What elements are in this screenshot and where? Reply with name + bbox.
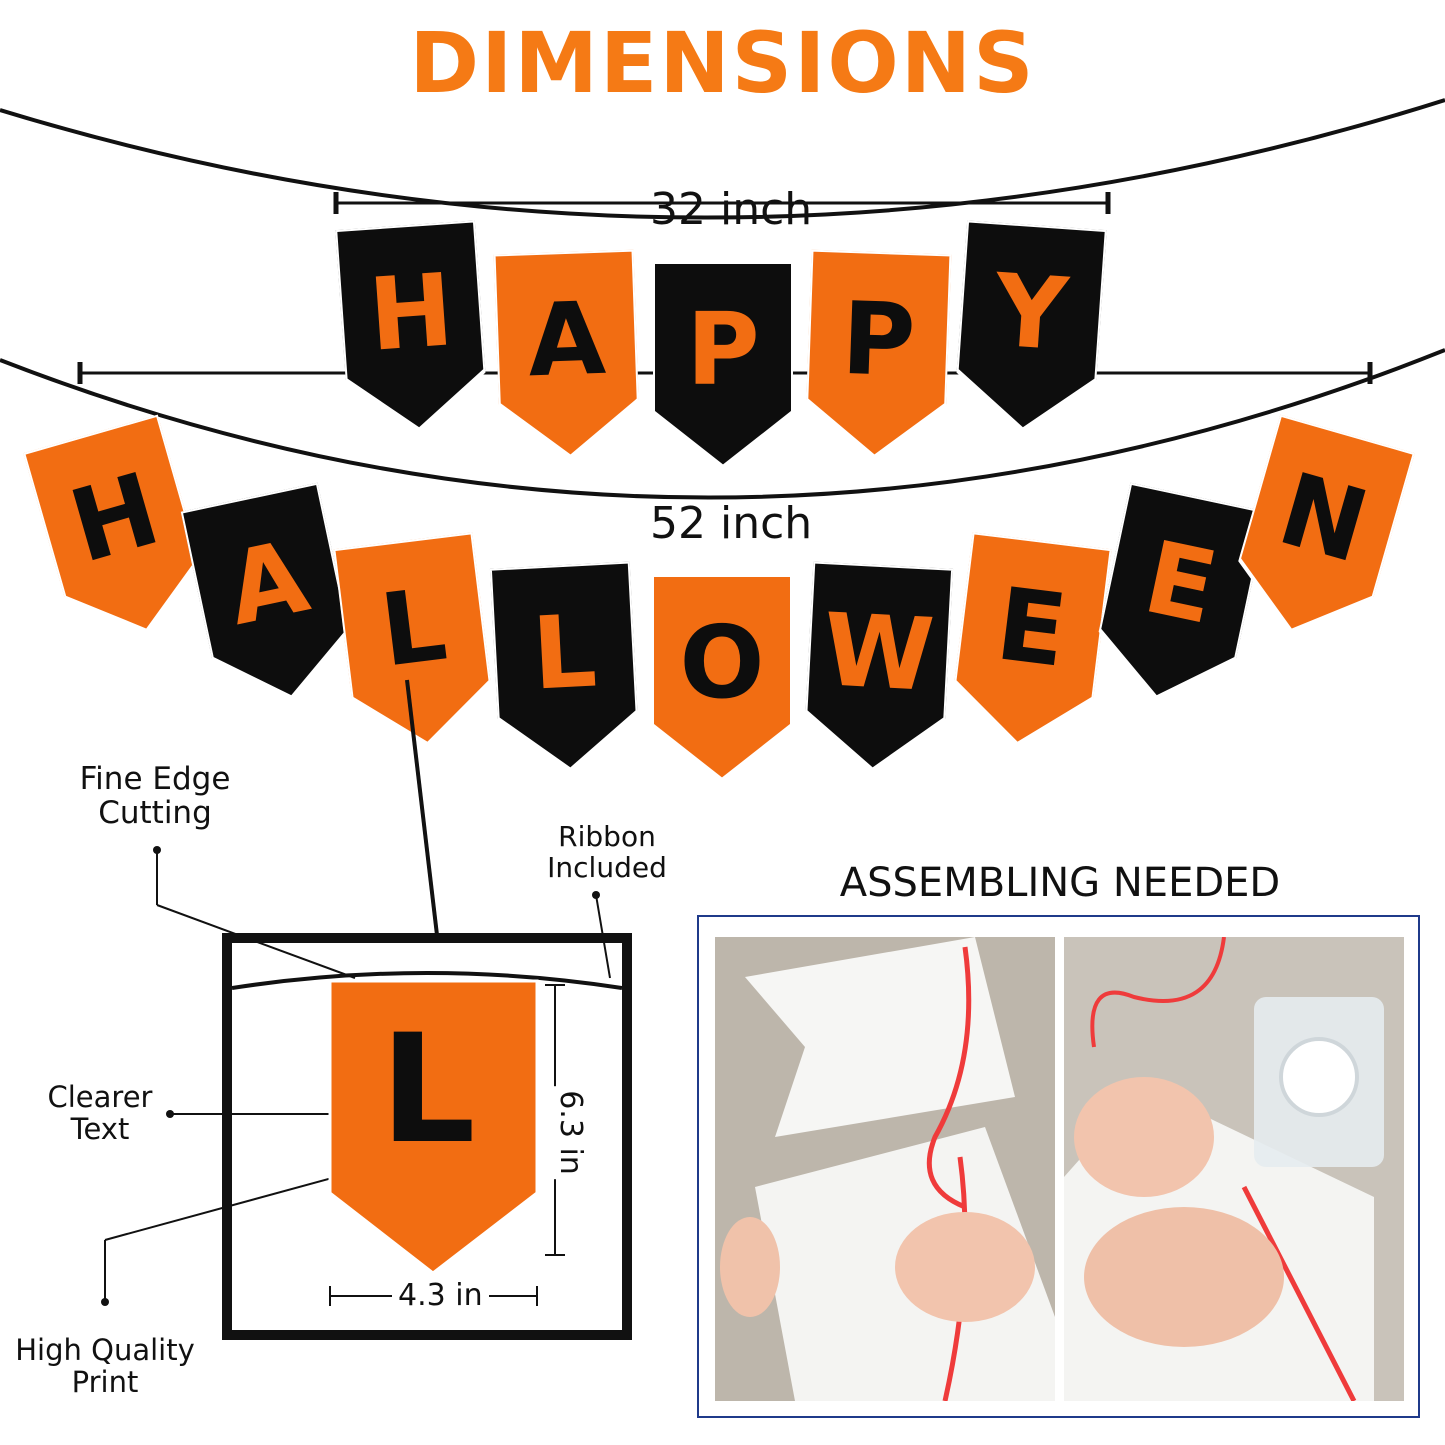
flag-happy-a: A xyxy=(493,249,641,460)
flag-happy-y: Y xyxy=(953,220,1107,433)
detail-flag xyxy=(232,971,622,1306)
bottom-banner-width: 52 inch xyxy=(650,498,813,549)
callout-ribbon: Ribbon Included xyxy=(547,820,667,884)
callout-high-quality: High Quality Print xyxy=(15,1333,195,1399)
top-banner-width: 32 inch xyxy=(650,184,813,235)
flag-halloween-w: W xyxy=(803,561,954,773)
detail-width: 4.3 in xyxy=(392,1278,489,1313)
callout-fine-edge: Fine Edge Cutting xyxy=(79,761,231,832)
assembling-frame xyxy=(697,915,1420,1418)
flag-halloween-l2: L xyxy=(489,561,640,773)
flag-letter: H xyxy=(365,251,457,374)
flag-happy-p2: P xyxy=(804,249,952,460)
flag-halloween-a: A xyxy=(180,482,360,708)
flag-happy-p1: P xyxy=(653,262,793,470)
detail-letter: L xyxy=(380,1003,476,1177)
flag-halloween-l1: L xyxy=(333,532,496,748)
flag-letter: O xyxy=(679,604,765,721)
flag-letter: P xyxy=(686,291,760,408)
page-title: DIMENSIONS xyxy=(409,14,1036,112)
flag-letter: W xyxy=(820,591,937,714)
flag-halloween-e1: E xyxy=(948,532,1112,748)
flag-halloween-e2: E xyxy=(1089,482,1268,708)
assembly-photo-left xyxy=(715,937,1055,1401)
flag-letter: E xyxy=(990,565,1073,690)
flag-letter: P xyxy=(839,279,918,400)
assembling-title: ASSEMBLING NEEDED xyxy=(839,860,1281,906)
detail-height: 6.3 in xyxy=(552,1086,588,1179)
detail-box xyxy=(222,933,632,1340)
flag-letter: A xyxy=(525,279,608,400)
flag-halloween-o: O xyxy=(652,575,792,783)
callout-clearer-text: Clearer Text xyxy=(47,1080,153,1146)
flag-letter: Y xyxy=(990,251,1072,374)
flag-halloween-h: H xyxy=(23,414,213,646)
flag-halloween-n: N xyxy=(1225,414,1415,646)
assembly-photo-right xyxy=(1064,937,1404,1401)
flag-happy-h: H xyxy=(335,220,489,433)
